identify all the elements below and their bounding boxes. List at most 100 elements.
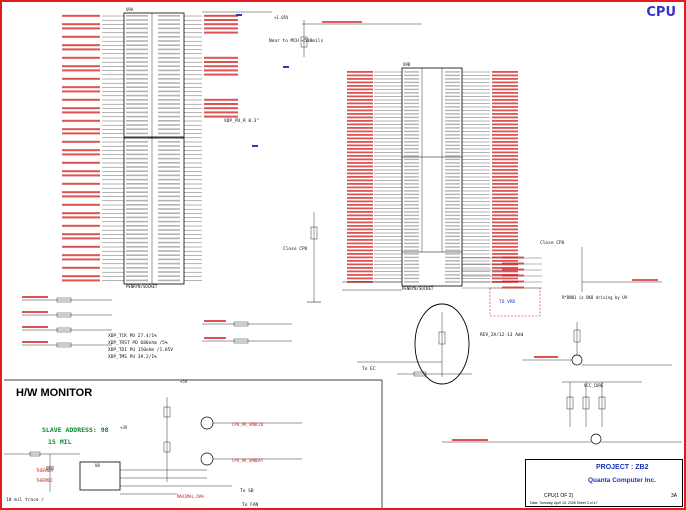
pin-name-mark (445, 151, 460, 154)
pin-name-mark (445, 162, 460, 164)
net-label-mark (347, 148, 373, 150)
net-label-mark (204, 115, 238, 118)
title-block: PROJECT : ZB2 Quanta Computer Inc. CPU(1… (525, 459, 683, 507)
pin-name-mark (404, 137, 419, 140)
slave-address-note: SLAVE ADDRESS: 98 (42, 426, 109, 434)
mosfet-q-top (200, 416, 214, 430)
net-label-mark (492, 249, 518, 252)
pin-name-mark (404, 113, 419, 115)
pin-name-mark (158, 124, 180, 126)
pin-name-mark (126, 279, 148, 282)
pin-name-mark (445, 130, 460, 133)
net-label-mark (347, 141, 373, 143)
pin-name-mark (404, 214, 419, 217)
net-label-mark (492, 277, 518, 280)
pin-name-mark (404, 141, 419, 143)
pin-name-mark (404, 172, 419, 175)
pin-name-mark (445, 239, 460, 241)
v3-label: +3V (120, 425, 128, 430)
net-label-mark (347, 120, 373, 122)
pin-name-mark (158, 136, 180, 139)
net-label-mark (347, 190, 373, 192)
pin-name-mark (445, 134, 460, 136)
resistor (56, 312, 72, 318)
net-label-mark (347, 207, 373, 210)
pin-name-mark (158, 107, 180, 109)
net-label-mark (492, 176, 518, 178)
pin-name-mark (158, 162, 180, 164)
net-label-mark (347, 137, 373, 140)
pin-name-mark (126, 57, 148, 59)
pin-name-mark (445, 193, 460, 196)
net-label-mark (62, 161, 100, 164)
pin-name-mark (445, 74, 460, 77)
net-label-mark (62, 254, 100, 257)
pin-name-mark (126, 86, 148, 88)
pin-name-mark (404, 102, 419, 105)
xdp-note: XDP_TCK PD 27.4/1% (108, 334, 157, 339)
pin-name-mark (445, 274, 460, 276)
net-label-mark (347, 74, 373, 77)
net-label-mark (62, 65, 100, 68)
pin-name-mark (404, 120, 419, 122)
rev-add-note: REV_2A/12-13 Add (480, 333, 524, 338)
net-label-mark (347, 277, 373, 280)
net-label-mark (347, 172, 373, 175)
net-label-mark (347, 109, 373, 112)
pin-name-mark (158, 241, 180, 244)
pin-name-mark (404, 162, 419, 164)
pin-name-mark (126, 141, 148, 143)
pin-name-mark (158, 220, 180, 223)
pin-name-mark (158, 204, 180, 206)
net-label-mark (452, 439, 488, 441)
net-label-mark (62, 237, 100, 240)
net-label-mark (492, 78, 518, 80)
net-label-mark (204, 103, 238, 105)
net-label-mark (347, 127, 373, 129)
pin-name-mark (445, 144, 460, 147)
net-label-mark (492, 92, 518, 94)
pin-name-mark (158, 166, 180, 168)
net-label-mark (492, 179, 518, 182)
pin-name-mark (126, 115, 148, 118)
net-label-mark (62, 258, 100, 261)
pin-name-mark (404, 155, 419, 157)
pin-name-mark (158, 174, 180, 177)
net-label-mark (492, 225, 518, 227)
pin-name-mark (158, 78, 180, 80)
net-label-mark (204, 320, 226, 322)
pin-name-mark (158, 86, 180, 88)
pin-name-mark (404, 85, 419, 87)
flag-mark (252, 145, 258, 147)
net-maximal-ovh: MAXIMAL_OVH (177, 494, 204, 499)
pin-name-mark (126, 15, 148, 17)
pin-name-mark (445, 246, 460, 248)
company-name: Quanta Computer Inc. (588, 477, 656, 484)
pin-name-mark (445, 169, 460, 171)
to-fan-label: To FAN (242, 503, 259, 508)
net-label-mark (62, 90, 100, 93)
pin-name-mark (158, 19, 180, 21)
net-label-mark (347, 260, 373, 262)
net-label-mark (62, 203, 100, 206)
pin-name-mark (158, 258, 180, 261)
net-label-mark (347, 155, 373, 157)
net-label-mark (62, 69, 100, 72)
u9a-ref: U9A (126, 7, 134, 12)
pin-name-mark (126, 65, 148, 67)
pin-name-mark (126, 36, 148, 38)
pin-name-mark (404, 207, 419, 210)
net-label-mark (347, 88, 373, 91)
pin-name-mark (126, 23, 148, 25)
pin-name-mark (126, 128, 148, 130)
xdp-note: XDP_TRST PD 680ohm /5% (108, 341, 168, 346)
net-label-mark (62, 119, 100, 122)
pin-name-mark (126, 52, 148, 55)
net-label-mark (492, 130, 518, 133)
pin-name-mark (445, 179, 460, 182)
pin-name-mark (158, 246, 180, 248)
pin-name-mark (445, 116, 460, 119)
pin-name-mark (445, 85, 460, 87)
net-label-mark (347, 204, 373, 206)
net-label-mark (62, 27, 100, 30)
